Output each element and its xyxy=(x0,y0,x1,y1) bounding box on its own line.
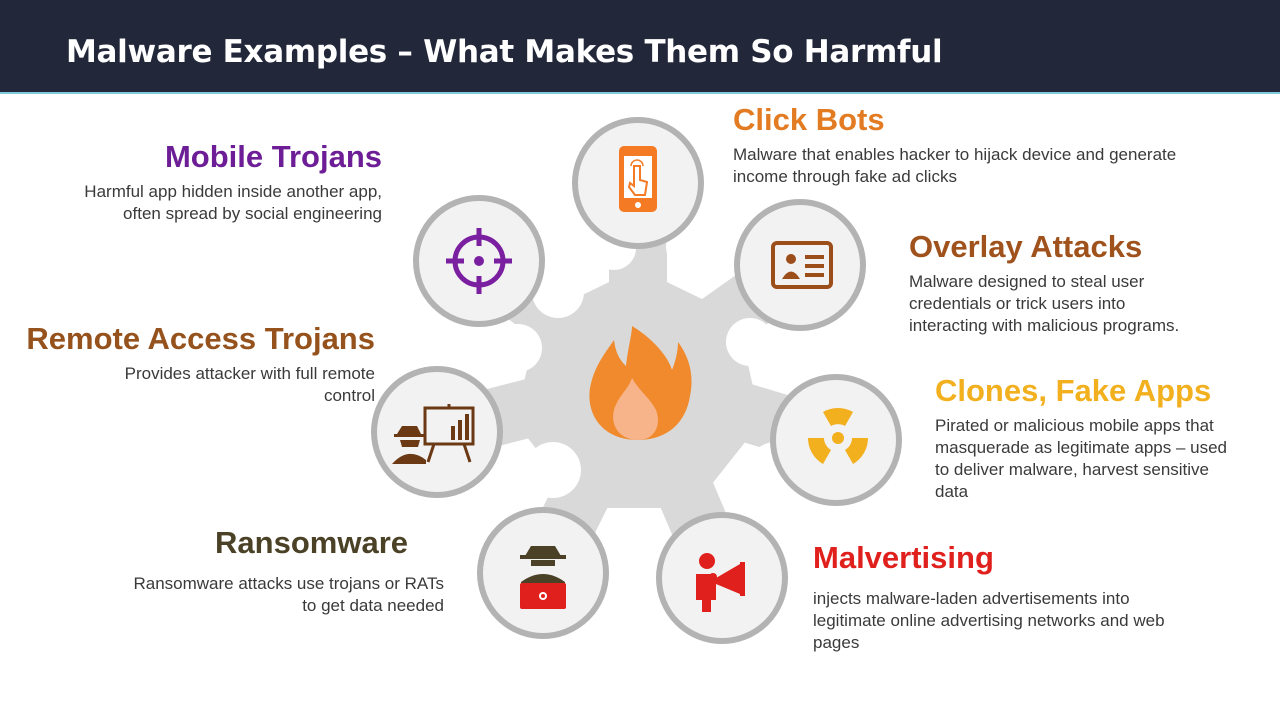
label-mobile-trojans: Mobile Trojans Harmful app hidden inside… xyxy=(20,139,382,225)
label-remote-access-trojans: Remote Access Trojans Provides attacker … xyxy=(10,321,375,407)
label-desc: Provides attacker with full remote contr… xyxy=(124,364,375,405)
label-clones-fake-apps: Clones, Fake Apps Pirated or malicious m… xyxy=(935,373,1270,503)
page-title: Malware Examples – What Makes Them So Ha… xyxy=(66,34,943,70)
label-title: Clones, Fake Apps xyxy=(935,373,1212,408)
smartphone-tap-icon xyxy=(619,146,657,212)
hub-bay xyxy=(614,508,662,556)
hub-bay xyxy=(494,324,542,372)
label-title: Click Bots xyxy=(733,102,885,137)
slide-header: Malware Examples – What Makes Them So Ha… xyxy=(0,0,1280,94)
megaphone-person-icon xyxy=(696,553,745,612)
circle-overlay-attacks xyxy=(734,199,866,331)
label-desc: Ransomware attacks use trojans or RATs t… xyxy=(133,574,444,615)
label-desc: injects malware-laden advertisements int… xyxy=(813,589,1165,652)
spy-presentation-icon xyxy=(392,404,475,464)
hub-bay xyxy=(525,442,581,498)
label-overlay-attacks: Overlay Attacks Malware designed to stea… xyxy=(909,229,1259,337)
label-desc: Malware that enables hacker to hijack de… xyxy=(733,145,1177,186)
label-click-bots: Click Bots Malware that enables hacker t… xyxy=(733,102,1253,188)
label-title: Overlay Attacks xyxy=(909,229,1143,264)
label-ransomware: Ransomware Ransomware attacks use trojan… xyxy=(40,525,444,617)
label-title: Ransomware xyxy=(215,525,408,560)
label-desc: Harmful app hidden inside another app, o… xyxy=(84,182,382,223)
hub-bay xyxy=(726,318,774,366)
hacker-laptop-icon xyxy=(520,546,566,609)
flame-icon xyxy=(589,326,692,440)
crosshair-icon xyxy=(446,228,512,294)
label-title: Remote Access Trojans xyxy=(26,321,375,356)
label-desc: Pirated or malicious mobile apps that ma… xyxy=(935,416,1228,501)
label-desc: Malware designed to steal user credentia… xyxy=(909,272,1180,335)
hub-bay xyxy=(532,266,584,318)
radiation-icon xyxy=(808,407,868,464)
circle-remote-access-trojans xyxy=(371,366,503,498)
label-title: Malvertising xyxy=(813,540,994,575)
id-card-icon xyxy=(771,241,833,289)
label-title: Mobile Trojans xyxy=(164,139,382,174)
label-malvertising: Malvertising injects malware-laden adver… xyxy=(813,540,1233,654)
circle-ransomware xyxy=(477,507,609,639)
